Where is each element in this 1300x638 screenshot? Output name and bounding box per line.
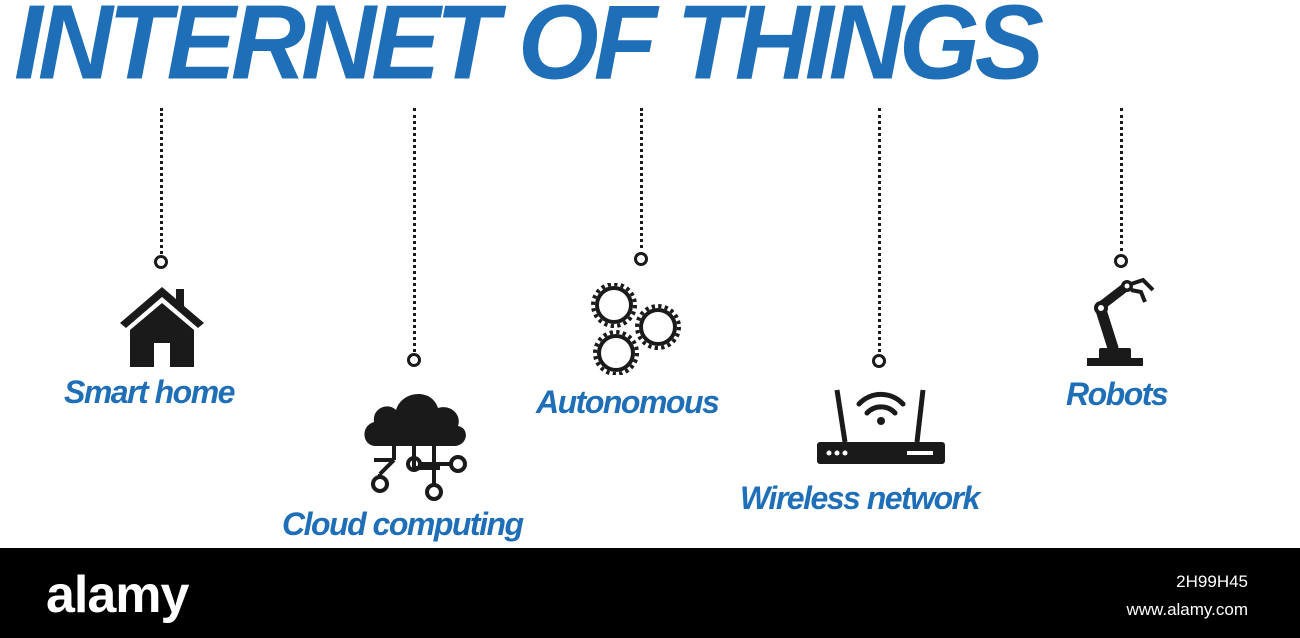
cloud-network-icon	[364, 393, 467, 501]
image-id: 2H99H45	[1176, 572, 1248, 591]
item-label: Wireless network	[740, 480, 980, 516]
hanging-string	[640, 108, 643, 248]
watermark-logo: alamy	[46, 566, 189, 624]
wifi-router-icon	[817, 389, 945, 464]
robot-arm-icon	[1087, 277, 1155, 366]
hanging-string	[878, 108, 881, 352]
item-label: Smart home	[64, 374, 235, 410]
hanging-string	[160, 108, 163, 254]
item-label: Robots	[1066, 376, 1169, 412]
item-label: Cloud computing	[282, 506, 524, 542]
gears-icon	[591, 283, 681, 375]
hanging-ring	[154, 255, 168, 269]
hanging-ring	[634, 252, 648, 266]
page-title: INTERNET OF THINGS	[14, 0, 1044, 103]
site-url: www.alamy.com	[1126, 600, 1248, 619]
house-icon	[120, 287, 204, 367]
hanging-ring	[1114, 254, 1128, 268]
hanging-ring	[407, 353, 421, 367]
hanging-string	[1120, 108, 1123, 251]
item-label: Autonomous	[536, 384, 720, 420]
watermark-bar	[0, 548, 1300, 638]
hanging-ring	[872, 354, 886, 368]
hanging-string	[413, 108, 416, 352]
